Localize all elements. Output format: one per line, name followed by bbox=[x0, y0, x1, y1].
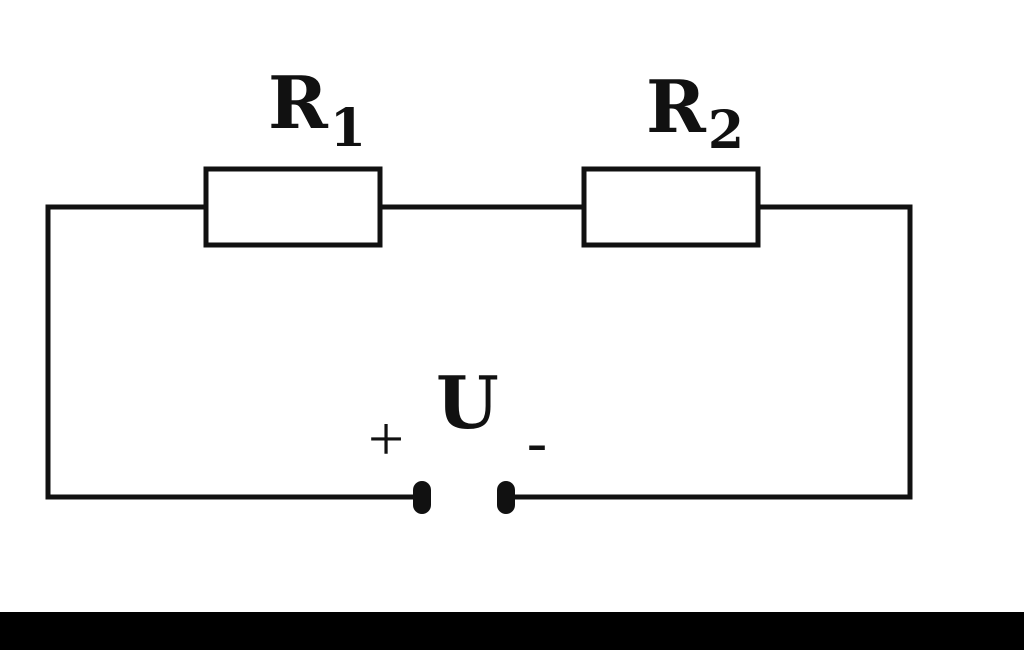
positive-sign: + bbox=[368, 403, 404, 474]
resistor-r1 bbox=[203, 166, 383, 248]
source-voltage-label: U bbox=[436, 360, 499, 445]
resistor-r1-label: R1 bbox=[268, 60, 366, 159]
left-wire bbox=[45, 204, 421, 500]
resistor-r2 bbox=[581, 166, 761, 248]
negative-terminal bbox=[497, 481, 515, 514]
resistor-r1-subscript: 1 bbox=[330, 98, 366, 159]
negative-sign: - bbox=[527, 409, 547, 475]
circuit-diagram: R1 R2 U + - bbox=[45, 60, 913, 514]
resistor-r2-subscript: 2 bbox=[708, 100, 744, 161]
positive-terminal bbox=[413, 481, 431, 514]
resistor-r2-label: R2 bbox=[646, 64, 744, 161]
bottom-bar bbox=[0, 612, 1024, 650]
right-wire bbox=[505, 204, 913, 500]
